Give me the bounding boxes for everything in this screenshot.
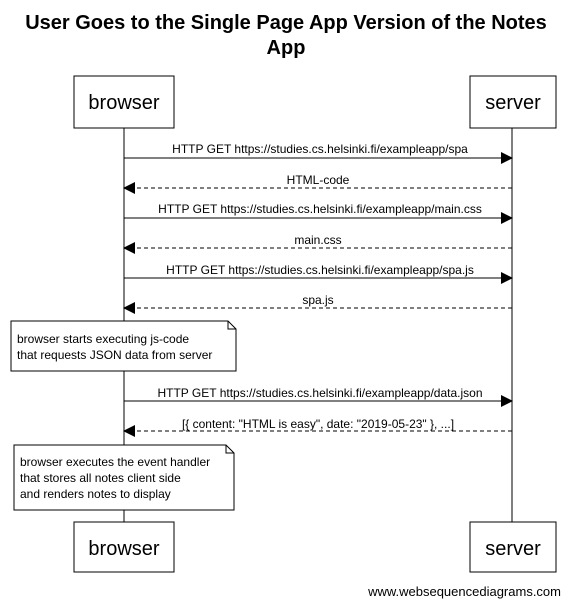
participant-browser-top-label: browser xyxy=(88,92,159,114)
note-js-execution: browser starts executing js-code that re… xyxy=(10,320,237,372)
participant-server-top-label: server xyxy=(485,92,541,114)
message-label: [{ content: "HTML is easy", date: "2019-… xyxy=(182,417,454,431)
note-line: browser starts executing js-code xyxy=(17,332,189,346)
note-line: browser executes the event handler xyxy=(20,455,210,469)
note-line: that stores all notes client side xyxy=(20,471,181,485)
participant-browser-bottom-label: browser xyxy=(88,538,159,560)
message-label: HTML-code xyxy=(287,173,350,187)
diagram-title-line-2: App xyxy=(267,37,306,59)
note-line: that requests JSON data from server xyxy=(17,348,212,362)
participant-server-bottom: server xyxy=(469,521,557,573)
message-label: HTTP GET https://studies.cs.helsinki.fi/… xyxy=(158,202,482,216)
message-label: HTTP GET https://studies.cs.helsinki.fi/… xyxy=(166,263,474,277)
message-get-data-json: HTTP GET https://studies.cs.helsinki.fi/… xyxy=(124,386,513,407)
message-get-spa: HTTP GET https://studies.cs.helsinki.fi/… xyxy=(124,142,513,164)
message-label: spa.js xyxy=(302,293,333,307)
participant-browser-bottom: browser xyxy=(73,521,175,573)
note-box xyxy=(13,444,235,511)
note-line: and renders notes to display xyxy=(20,487,171,501)
message-label: HTTP GET https://studies.cs.helsinki.fi/… xyxy=(157,386,482,400)
message-get-spa-js: HTTP GET https://studies.cs.helsinki.fi/… xyxy=(124,263,513,284)
participant-server-bottom-label: server xyxy=(485,538,541,560)
message-json-response: [{ content: "HTML is easy", date: "2019-… xyxy=(123,417,512,437)
participant-server-top: server xyxy=(469,75,557,129)
message-label: HTTP GET https://studies.cs.helsinki.fi/… xyxy=(172,142,468,156)
message-get-main-css: HTTP GET https://studies.cs.helsinki.fi/… xyxy=(124,202,513,224)
participant-browser-top: browser xyxy=(73,75,175,129)
message-html-code: HTML-code xyxy=(123,173,512,194)
message-main-css: main.css xyxy=(123,233,512,254)
footer-watermark: www.websequencediagrams.com xyxy=(367,584,561,599)
message-label: main.css xyxy=(294,233,341,247)
note-event-handler: browser executes the event handler that … xyxy=(13,444,235,511)
note-box xyxy=(10,320,237,372)
diagram-title-line-1: User Goes to the Single Page App Version… xyxy=(25,12,547,34)
note-fold xyxy=(225,445,234,454)
note-fold xyxy=(227,321,236,330)
message-spa-js: spa.js xyxy=(123,293,512,314)
